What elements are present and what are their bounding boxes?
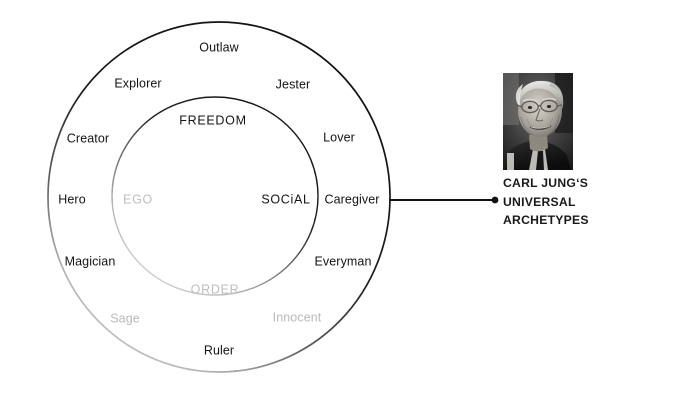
caption-line-2: UNIVERSAL	[503, 194, 576, 209]
archetype-label-jester: Jester	[275, 77, 311, 92]
diagram-caption: CARL JUNG‘S UNIVERSAL ARCHETYPES	[503, 174, 633, 230]
archetype-label-outlaw: Outlaw	[199, 40, 239, 55]
archetype-label-caregiver: Caregiver	[324, 192, 380, 207]
connector-dot	[491, 196, 499, 204]
inner-circle	[111, 96, 319, 296]
archetype-label-explorer: Explorer	[114, 76, 162, 91]
axis-label-freedom: FREEDOM	[179, 113, 247, 128]
caption-line-3: ARCHETYPES	[503, 213, 589, 228]
outer-circle	[47, 21, 391, 373]
archetype-label-magician: Magician	[64, 254, 116, 269]
axis-label-ego: EGO	[123, 192, 153, 207]
archetype-label-hero: Hero	[58, 192, 86, 207]
carl-jung-portrait-image	[503, 73, 573, 170]
archetype-label-creator: Creator	[66, 131, 110, 146]
archetype-label-sage: Sage	[110, 311, 140, 326]
archetype-label-innocent: Innocent	[272, 310, 322, 325]
caption-line-1: CARL JUNG‘S	[503, 176, 589, 190]
axis-label-social: SOCiAL	[261, 192, 311, 207]
archetype-label-lover: Lover	[323, 130, 355, 145]
axis-label-order: ORDER	[190, 282, 240, 297]
archetype-label-ruler: Ruler	[203, 343, 235, 358]
archetype-label-everyman: Everyman	[314, 254, 372, 269]
